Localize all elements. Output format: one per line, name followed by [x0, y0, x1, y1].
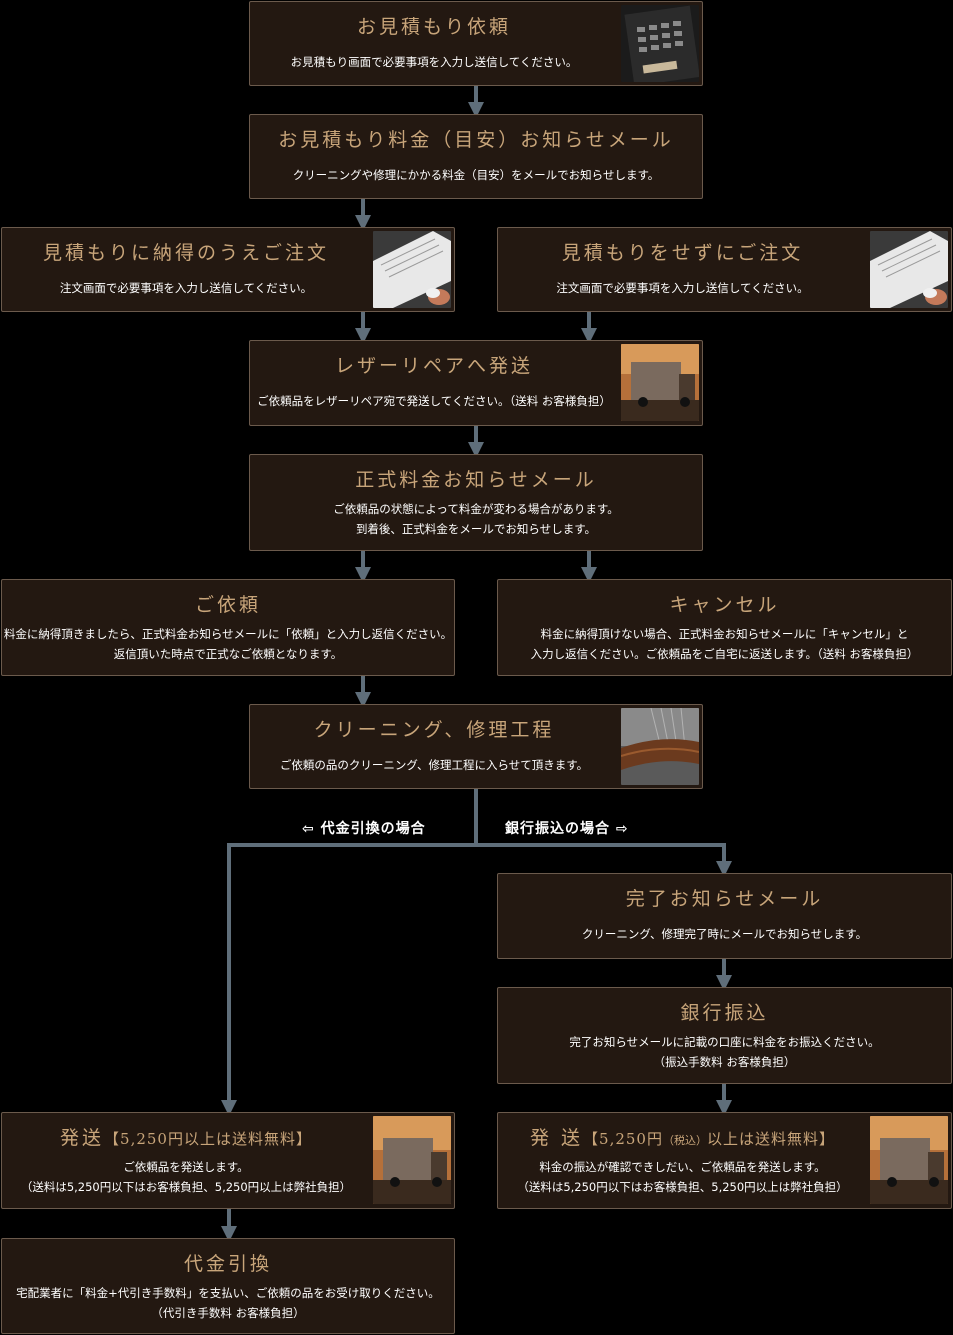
step-title: 発 送【5,250円（税込）以上は送料無料】 — [498, 1123, 867, 1150]
cod-branch-label: ⇦ 代金引換の場合 — [302, 821, 426, 837]
step-cash-on-delivery: 代金引換 宅配業者に「料金+代引き手数料」を支払い、ご依頼の品をお受け取りくださ… — [1, 1238, 455, 1334]
step-desc-line1: 料金に納得頂きましたら、正式料金お知らせメールに「依頼」と入力し返信ください。 — [3, 627, 453, 641]
step-cancel: キャンセル 料金に納得頂けない場合、正式料金お知らせメールに「キャンセル」と 入… — [497, 579, 952, 676]
step-title: ご依頼 — [194, 594, 261, 616]
step-title: 完了お知らせメール — [625, 888, 824, 910]
step-title-sub-b: 以上は送料無料】 — [706, 1130, 835, 1148]
step-title: 見積もりをせずにご注文 — [561, 242, 804, 264]
step-title: 代金引換 — [183, 1253, 272, 1275]
calculator-image — [621, 5, 699, 82]
step-official-mail: 正式料金お知らせメール ご依頼品の状態によって料金が変わる場合があります。 到着… — [249, 454, 703, 551]
laptop-image — [870, 231, 948, 308]
step-desc: ご依頼品をレザーリペア宛で発送してください。（送料 お客様負担） — [257, 394, 611, 408]
step-desc: 注文画面で必要事項を入力し送信してください。 — [59, 281, 313, 295]
step-desc-line2: 入力し返信ください。ご依頼品をご自宅に返送します。（送料 お客様負担） — [530, 647, 919, 661]
step-title-sub: 【5,250円以上は送料無料】 — [104, 1130, 312, 1148]
step-request: ご依頼 料金に納得頂きましたら、正式料金お知らせメールに「依頼」と入力し返信くだ… — [1, 579, 455, 676]
leather-repair-image — [621, 708, 699, 785]
step-title-main: 発 送 — [529, 1127, 584, 1149]
step-estimate-mail: お見積もり料金（目安）お知らせメール クリーニングや修理にかかる料金（目安）をメ… — [249, 114, 703, 199]
step-order-without-estimate: 見積もりをせずにご注文 注文画面で必要事項を入力し送信してください。 — [497, 227, 952, 312]
step-order-after-estimate: 見積もりに納得のうえご注文 注文画面で必要事項を入力し送信してください。 — [1, 227, 455, 312]
step-ship-to-repair: レザーリペアへ発送 ご依頼品をレザーリペア宛で発送してください。（送料 お客様負… — [249, 340, 703, 426]
step-title-tax: （税込） — [662, 1134, 707, 1147]
step-desc-line2: （送料は5,250円以下はお客様負担、5,250円以上は弊社負担） — [517, 1180, 848, 1194]
step-desc-line1: ご依頼品を発送します。 — [123, 1160, 249, 1174]
step-desc-line1: 宅配業者に「料金+代引き手数料」を支払い、ご依頼の品をお受け取りください。 — [16, 1286, 440, 1300]
step-ship-cod: 発送【5,250円以上は送料無料】 ご依頼品を発送します。 （送料は5,250円… — [1, 1112, 455, 1209]
step-title: 正式料金お知らせメール — [355, 469, 597, 491]
step-desc: クリーニングや修理にかかる料金（目安）をメールでお知らせします。 — [292, 168, 660, 182]
laptop-image — [373, 231, 451, 308]
step-desc-line2: 返信頂いた時点で正式なご依頼となります。 — [113, 647, 343, 661]
step-desc-line1: ご依頼品の状態によって料金が変わる場合があります。 — [333, 502, 619, 516]
step-desc-line2: （代引き手数料 お客様負担） — [151, 1306, 305, 1320]
step-desc-line2: 到着後、正式料金をメールでお知らせします。 — [355, 522, 597, 536]
step-title: クリーニング、修理工程 — [313, 719, 555, 741]
step-desc-line2: （送料は5,250円以下はお客様負担、5,250円以上は弊社負担） — [20, 1180, 352, 1194]
step-title-sub-a: 【5,250円 — [583, 1130, 663, 1148]
step-title: キャンセル — [669, 594, 780, 616]
truck-image — [870, 1116, 948, 1204]
step-complete-mail: 完了お知らせメール クリーニング、修理完了時にメールでお知らせします。 — [497, 873, 952, 959]
step-title: お見積もり料金（目安）お知らせメール — [278, 129, 674, 151]
step-desc: 注文画面で必要事項を入力し送信してください。 — [556, 281, 809, 295]
step-desc-line1: 料金に納得頂けない場合、正式料金お知らせメールに「キャンセル」と — [540, 627, 909, 641]
step-desc-line1: 料金の振込が確認できしだい、ご依頼品を発送します。 — [539, 1160, 826, 1174]
step-title: 見積もりに納得のうえご注文 — [42, 242, 329, 264]
step-title: お見積もり依頼 — [356, 16, 511, 38]
bank-branch-label: 銀行振込の場合 ⇨ — [505, 821, 629, 837]
step-desc: お見積もり画面で必要事項を入力し送信してください。 — [290, 55, 578, 69]
step-title: 銀行振込 — [680, 1002, 769, 1024]
step-desc-line1: 完了お知らせメールに記載の口座に料金をお振込ください。 — [569, 1035, 880, 1049]
step-ship-bank: 発 送【5,250円（税込）以上は送料無料】 料金の振込が確認できしだい、ご依頼… — [497, 1112, 952, 1209]
step-title-main: 発送 — [60, 1127, 105, 1149]
truck-image — [373, 1116, 451, 1204]
truck-image — [621, 344, 699, 421]
step-desc: ご依頼の品のクリーニング、修理工程に入らせて頂きます。 — [279, 758, 589, 772]
step-process: クリーニング、修理工程 ご依頼の品のクリーニング、修理工程に入らせて頂きます。 — [249, 704, 703, 789]
step-estimate-request: お見積もり依頼 お見積もり画面で必要事項を入力し送信してください。 — [249, 1, 703, 86]
step-desc: クリーニング、修理完了時にメールでお知らせします。 — [581, 927, 868, 941]
step-title: レザーリペアへ発送 — [334, 355, 533, 377]
step-title: 発送【5,250円以上は送料無料】 — [2, 1123, 370, 1150]
step-desc-line2: （振込手数料 お客様負担） — [653, 1055, 796, 1069]
step-bank-transfer: 銀行振込 完了お知らせメールに記載の口座に料金をお振込ください。 （振込手数料 … — [497, 987, 952, 1084]
